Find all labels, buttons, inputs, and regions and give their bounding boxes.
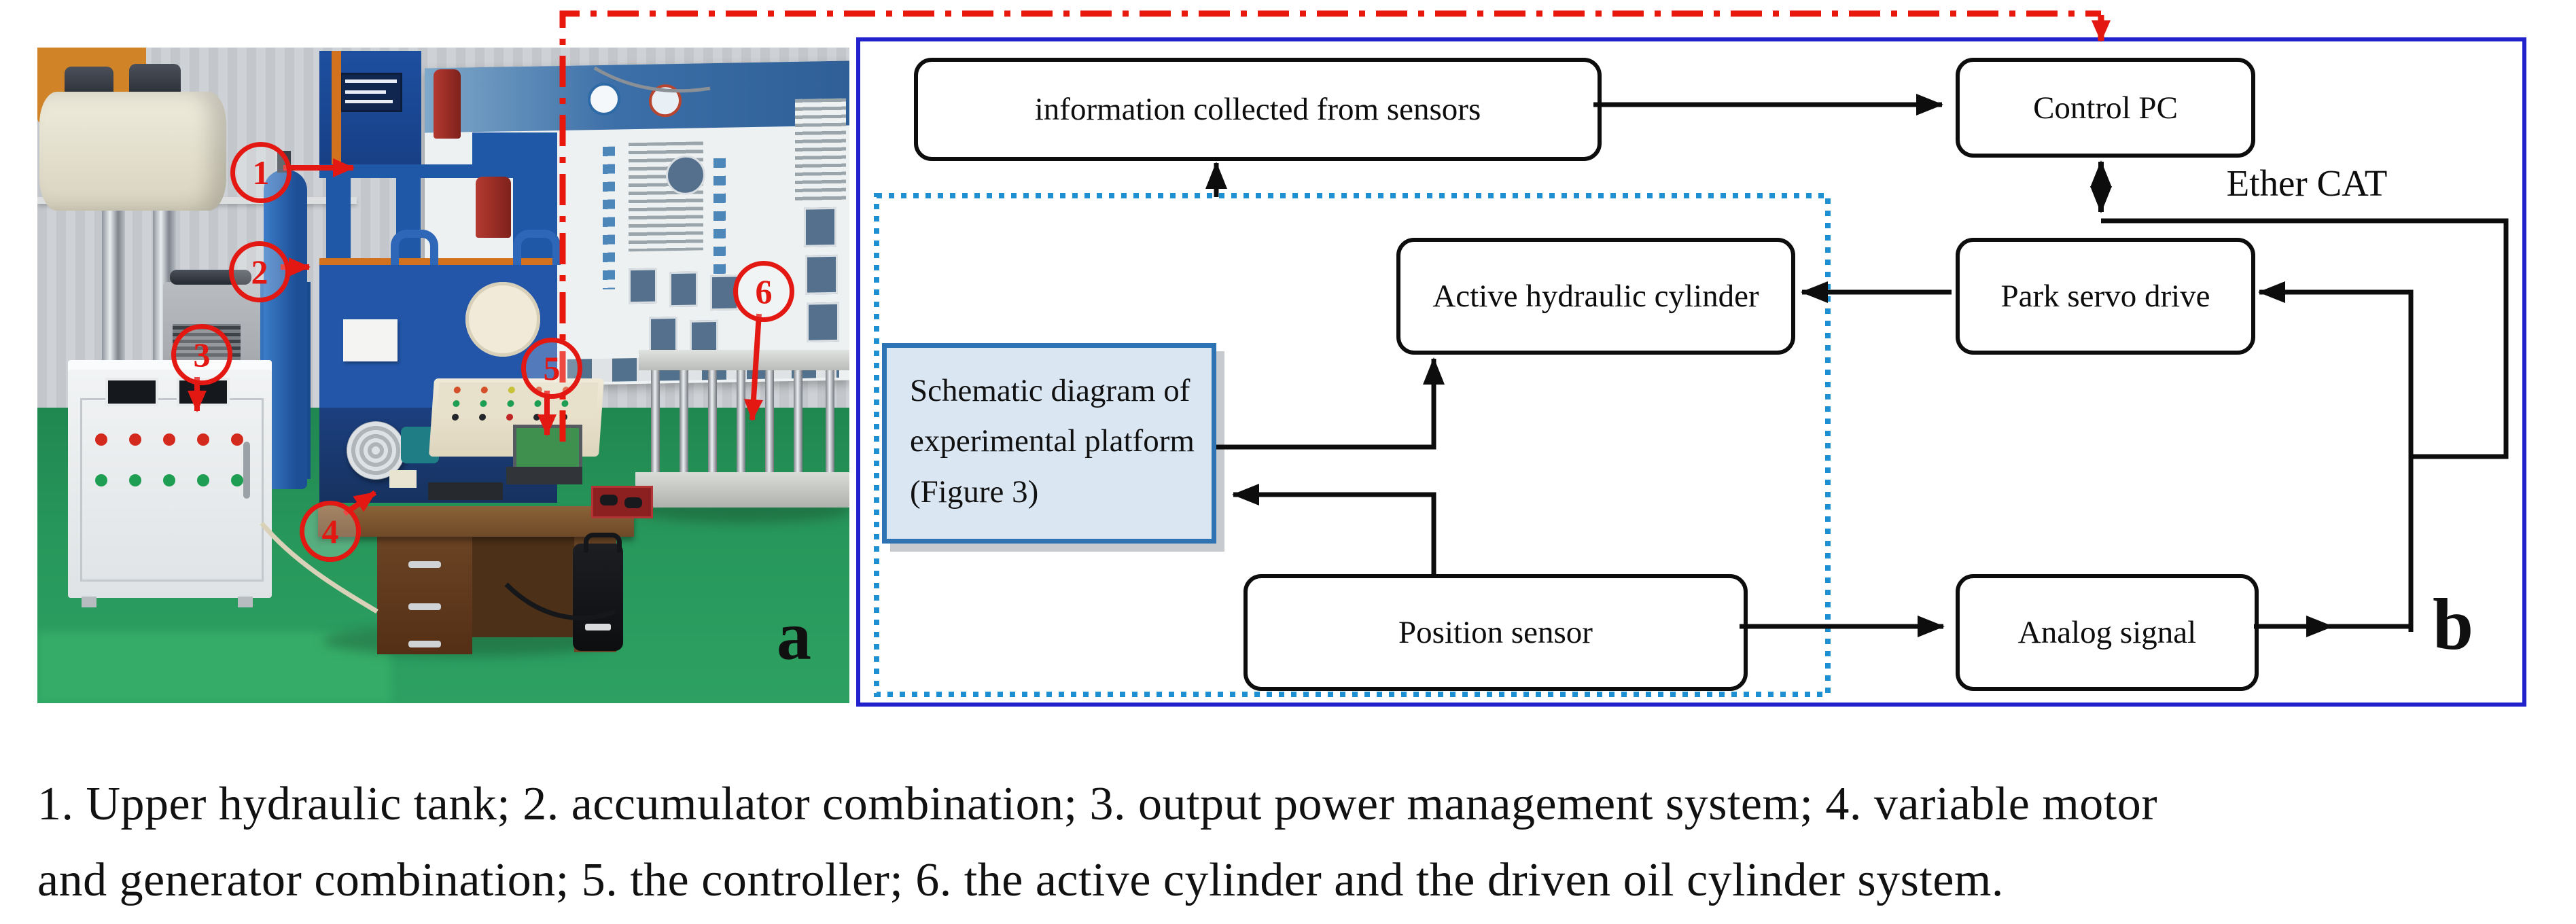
marker-6: 6 bbox=[733, 261, 794, 322]
park-servo-box: Park servo drive bbox=[1956, 238, 2255, 355]
piston-column bbox=[102, 211, 125, 370]
red-button bbox=[129, 433, 141, 446]
schematic-platform-box: Schematic diagram of experimental platfo… bbox=[882, 343, 1216, 544]
drawer-handle bbox=[408, 603, 441, 610]
lifting-lug bbox=[391, 230, 438, 265]
desk-top bbox=[318, 506, 634, 537]
speaker bbox=[573, 533, 623, 651]
position-sensor-label: Position sensor bbox=[1398, 615, 1593, 650]
red-cylinder bbox=[434, 69, 461, 139]
poster-text-block bbox=[795, 98, 846, 201]
desk-drawers bbox=[377, 535, 472, 654]
green-button bbox=[231, 474, 243, 486]
schematic-line1: Schematic diagram of bbox=[910, 373, 1190, 408]
panel-b-label: b bbox=[2432, 584, 2474, 665]
power-strip bbox=[389, 470, 417, 488]
position-sensor-box: Position sensor bbox=[1243, 574, 1748, 691]
upper-hydraulic-tank bbox=[39, 92, 226, 211]
laptop-keyboard bbox=[506, 467, 582, 484]
platform-rod bbox=[708, 370, 717, 472]
active-cylinder-label: Active hydraulic cylinder bbox=[1432, 279, 1759, 314]
analog-signal-box: Analog signal bbox=[1956, 574, 2259, 691]
info-sensors-label: information collected from sensors bbox=[1034, 92, 1481, 127]
cabinet-door bbox=[80, 398, 264, 582]
poster-portrait bbox=[807, 302, 839, 342]
output-power-cabinet bbox=[68, 360, 272, 607]
info-sensors-box: information collected from sensors bbox=[914, 58, 1602, 161]
poster-portrait bbox=[629, 268, 657, 304]
variable-motor bbox=[347, 421, 405, 480]
control-pc-box: Control PC bbox=[1956, 58, 2255, 158]
cabinet-foot bbox=[82, 597, 96, 607]
red-button bbox=[163, 433, 175, 446]
poster-portrait bbox=[669, 271, 698, 308]
cabinet-handle bbox=[243, 442, 250, 499]
ethercat-label: Ether CAT bbox=[2226, 162, 2388, 204]
control-pc-label: Control PC bbox=[2033, 90, 2178, 126]
poster-portrait bbox=[804, 207, 836, 247]
figure-caption: 1. Upper hydraulic tank; 2. accumulator … bbox=[37, 766, 2545, 919]
poster-header-band bbox=[425, 60, 849, 133]
caption-line2: and generator combination; 5. the contro… bbox=[37, 854, 2004, 906]
green-button bbox=[197, 474, 209, 486]
speaker-label bbox=[585, 624, 611, 630]
green-button bbox=[95, 474, 107, 486]
analog-signal-label: Analog signal bbox=[2017, 615, 2197, 650]
schematic-line3: (Figure 3) bbox=[910, 474, 1039, 510]
drawer-handle bbox=[408, 641, 441, 647]
lifting-lug bbox=[513, 230, 561, 265]
poster-vertical-text bbox=[713, 158, 726, 295]
mouse-pad bbox=[591, 486, 653, 518]
panel-a-label: a bbox=[777, 598, 811, 675]
cabinet-meter bbox=[105, 378, 158, 406]
press-post bbox=[326, 170, 351, 272]
marker-1: 1 bbox=[230, 142, 292, 203]
green-button bbox=[129, 474, 141, 486]
platform-rod bbox=[651, 370, 660, 472]
platform-rod bbox=[794, 370, 802, 472]
red-cylinder bbox=[476, 177, 511, 238]
platform-rod bbox=[680, 370, 688, 472]
active-cylinder-box: Active hydraulic cylinder bbox=[1396, 238, 1795, 355]
junction-box bbox=[343, 319, 398, 361]
platform-rod bbox=[737, 370, 745, 472]
schematic-line2: experimental platform bbox=[910, 423, 1195, 459]
platform-base bbox=[635, 472, 849, 508]
green-button bbox=[163, 474, 175, 486]
poster-portrait bbox=[649, 316, 677, 353]
platform-top-beam bbox=[639, 350, 849, 370]
cabinet-foot bbox=[238, 597, 253, 607]
poster-portrait bbox=[805, 254, 838, 295]
speaker-handle bbox=[584, 533, 622, 552]
experiment-photo: a bbox=[37, 48, 849, 703]
press-screen bbox=[340, 73, 402, 112]
poster-vertical-text bbox=[603, 146, 615, 289]
platform-rod bbox=[826, 370, 834, 472]
press-porthole bbox=[465, 282, 540, 357]
press-shelf bbox=[472, 132, 557, 173]
red-button bbox=[95, 433, 107, 446]
marker-2: 2 bbox=[229, 241, 290, 302]
floor-highlight bbox=[37, 632, 391, 703]
red-button bbox=[197, 433, 209, 446]
marker-3: 3 bbox=[171, 324, 232, 385]
caption-line1: 1. Upper hydraulic tank; 2. accumulator … bbox=[37, 778, 2158, 830]
park-servo-label: Park servo drive bbox=[2000, 279, 2210, 314]
drawer-handle bbox=[408, 561, 441, 568]
marker-5: 5 bbox=[521, 338, 582, 399]
marker-4: 4 bbox=[300, 501, 361, 562]
red-button bbox=[231, 433, 243, 446]
platform-rod bbox=[765, 370, 774, 472]
black-device bbox=[428, 482, 503, 500]
